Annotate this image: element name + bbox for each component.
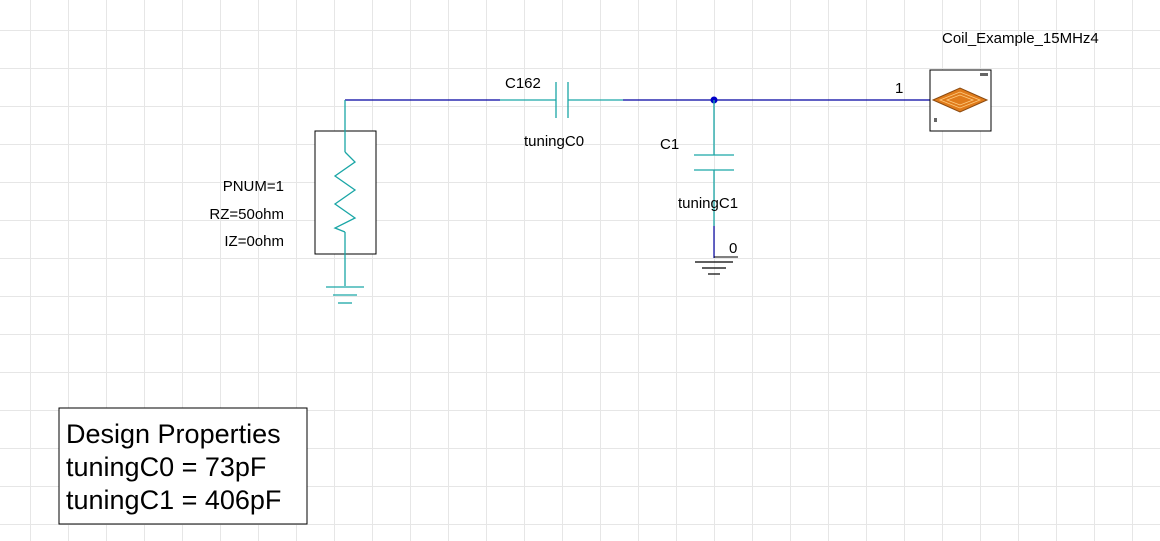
coil-component-icon xyxy=(931,73,989,122)
ground-node-label: 0 xyxy=(729,240,737,257)
design-property-tuningc0: tuningC0 = 73pF xyxy=(66,452,266,482)
capacitor-c162[interactable]: C162 tuningC0 xyxy=(500,75,623,150)
c1-ground-icon xyxy=(695,261,733,275)
design-properties-box[interactable] xyxy=(58,407,308,525)
design-properties-title: Design Properties xyxy=(66,419,281,449)
port1-param-iz: IZ=0ohm xyxy=(224,233,284,250)
c1-ground: 0 xyxy=(695,226,738,275)
design-property-tuningc1: tuningC1 = 406pF xyxy=(66,485,281,515)
port1-param-pnum: PNUM=1 xyxy=(223,178,284,195)
design-properties-panel[interactable]: Design Properties tuningC0 = 73pF tuning… xyxy=(58,407,308,525)
c162-value-label: tuningC0 xyxy=(524,133,584,150)
coil-name-label: Coil_Example_15MHz4 xyxy=(942,30,1099,47)
wires xyxy=(345,96,930,104)
port1-param-rz: RZ=50ohm xyxy=(209,206,284,223)
coil-pin-label: 1 xyxy=(895,80,903,97)
coil-component[interactable]: 1 Coil_Example_15MHz4 xyxy=(895,30,1099,132)
port1-component[interactable]: PNUM=1 RZ=50ohm IZ=0ohm xyxy=(209,100,377,304)
c162-name-label: C162 xyxy=(505,75,541,92)
port1-ground-icon xyxy=(326,286,364,304)
capacitor-c1[interactable]: C1 tuningC1 xyxy=(660,100,738,226)
c1-name-label: C1 xyxy=(660,136,679,153)
c1-value-label: tuningC1 xyxy=(678,195,738,212)
